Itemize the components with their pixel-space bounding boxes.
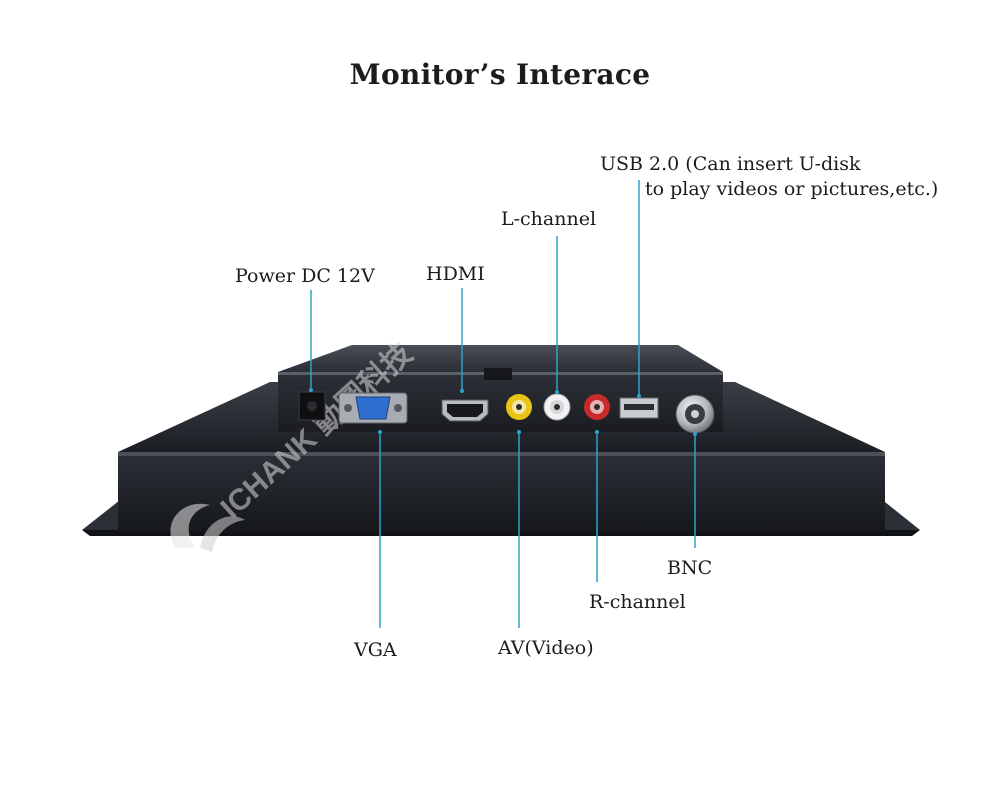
- control-box: [278, 345, 723, 432]
- label-bnc: BNC: [667, 557, 713, 579]
- label-r-channel: R-channel: [589, 591, 686, 613]
- label-usb-line-2: to play videos or pictures,etc.): [645, 178, 939, 200]
- port-bnc: [675, 394, 715, 434]
- port-usb: [619, 397, 659, 419]
- port-dc-power: [298, 391, 326, 421]
- page-title: Monitor’s Interace: [349, 58, 651, 91]
- label-hdmi: HDMI: [426, 263, 485, 285]
- label-vga: VGA: [354, 639, 397, 661]
- port-vga: [338, 392, 408, 424]
- port-hdmi: [441, 399, 489, 422]
- label-usb-line-1: USB 2.0 (Can insert U-disk: [600, 153, 861, 175]
- port-av-video: [506, 394, 532, 420]
- label-l-channel: L-channel: [501, 208, 597, 230]
- label-av-video: AV(Video): [498, 637, 594, 659]
- leader-lines: [310, 180, 696, 628]
- port-r-channel: [584, 394, 610, 420]
- leader-dots: [309, 388, 697, 436]
- port-l-channel: [543, 393, 571, 421]
- label-power-dc-12v: Power DC 12V: [235, 265, 375, 287]
